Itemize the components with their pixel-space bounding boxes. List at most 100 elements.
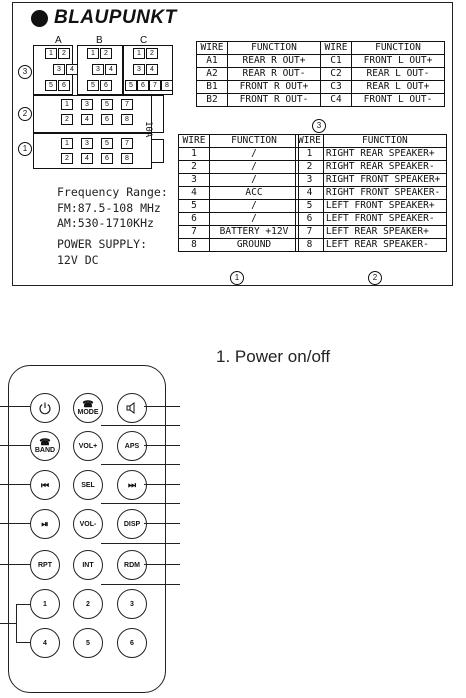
brand-name: BLAUPUNKT — [54, 7, 177, 28]
vol-up-button[interactable]: VOL+ — [73, 431, 103, 461]
pin: 6 — [100, 80, 112, 91]
header-cell: FUNCTION — [227, 41, 321, 55]
preset-5-button[interactable]: 5 — [73, 628, 103, 658]
sel-button[interactable]: SEL — [73, 470, 103, 500]
table-cell: / — [209, 160, 299, 174]
table-cell: 5 — [295, 199, 324, 213]
table-cell: / — [209, 212, 299, 226]
pin: 2 — [58, 48, 70, 59]
rpt-button[interactable]: RPT — [30, 550, 60, 580]
table-cell: A1 — [196, 54, 228, 68]
preset-4-button[interactable]: 4 — [30, 628, 60, 658]
mode-button[interactable]: ☎ MODE — [73, 393, 103, 423]
skip-forward-icon: ⏭ — [127, 479, 137, 490]
vol-down-label: VOL- — [79, 520, 97, 528]
leader-line — [0, 623, 16, 624]
table-row: B2 FRONT R OUT- C4 FRONT L OUT- — [196, 93, 445, 107]
table-cell: GROUND — [209, 238, 299, 252]
pin: 3 — [53, 64, 65, 75]
block-letter-a: A — [55, 35, 62, 46]
leader-line — [101, 503, 180, 504]
disp-label: DISP — [123, 520, 141, 528]
fm-range: FM:87.5-108 MHz — [57, 201, 161, 215]
preset-6-label: 6 — [130, 639, 134, 647]
leader-line — [0, 484, 30, 485]
leader-line — [101, 543, 180, 544]
disp-button[interactable]: DISP — [117, 509, 147, 539]
pin: 2 — [100, 48, 112, 59]
previous-button[interactable]: ⏮ — [30, 470, 60, 500]
table-row: 6/ — [178, 212, 299, 226]
preset-2-button[interactable]: 2 — [73, 589, 103, 619]
pin: 8 — [121, 114, 133, 125]
pin: 4 — [66, 64, 78, 75]
rpt-label: RPT — [38, 561, 52, 569]
header-cell: WIRE — [178, 134, 210, 148]
header-cell: WIRE — [295, 134, 324, 148]
preset-1-button[interactable]: 1 — [30, 589, 60, 619]
table-cell: B1 — [196, 80, 228, 94]
rdm-button[interactable]: RDM — [117, 550, 147, 580]
int-button[interactable]: INT — [73, 550, 103, 580]
table-row: A2 REAR R OUT- C2 REAR L OUT- — [196, 67, 445, 81]
wiring-table-3: WIRE FUNCTION WIRE FUNCTION A1 REAR R OU… — [196, 41, 445, 107]
table-cell: REAR L OUT+ — [351, 80, 445, 94]
preset-3-label: 3 — [130, 600, 134, 608]
table-cell: ACC — [209, 186, 299, 200]
table-cell: 1 — [295, 147, 324, 161]
am-range: AM:530-1710KHz — [57, 216, 154, 230]
table-cell: 5 — [178, 199, 210, 213]
leader-line — [144, 564, 180, 565]
table-row: 5/ — [178, 199, 299, 213]
aps-button[interactable]: APS — [117, 431, 147, 461]
table-cell: RIGHT FRONT SPEAKER- — [322, 186, 447, 200]
connector-2-marker: 2 — [18, 107, 32, 121]
table-row: 2/ — [178, 160, 299, 174]
header-cell: FUNCTION — [209, 134, 299, 148]
leader-line — [144, 484, 180, 485]
table-cell: LEFT REAR SPEAKER- — [322, 238, 447, 252]
mute-button[interactable] — [117, 393, 147, 423]
pin: 2 — [61, 153, 73, 164]
preset-5-label: 5 — [86, 639, 90, 647]
power-icon — [39, 402, 51, 415]
leader-line — [16, 604, 30, 605]
pin: 2 — [61, 114, 73, 125]
vol-down-button[interactable]: VOL- — [73, 509, 103, 539]
band-button[interactable]: ☎ BAND — [30, 431, 60, 461]
play-pause-button[interactable]: ⏯ — [30, 509, 60, 539]
pin: 6 — [101, 114, 113, 125]
leader-line — [0, 523, 30, 524]
pin: 1 — [61, 138, 73, 149]
leader-line — [144, 523, 180, 524]
speaker-icon — [126, 402, 135, 414]
preset-3-button[interactable]: 3 — [117, 589, 147, 619]
power-button[interactable] — [30, 393, 60, 423]
leader-line — [101, 584, 180, 585]
leader-bracket — [16, 604, 17, 642]
pin: 1 — [133, 48, 145, 59]
pin: 7 — [121, 138, 133, 149]
pin: 5 — [125, 80, 137, 91]
pin: 4 — [105, 64, 117, 75]
table-cell: 2 — [295, 160, 324, 174]
table-cell: LEFT FRONT SPEAKER- — [322, 212, 447, 226]
leader-line — [16, 642, 30, 643]
logo-dot-icon — [31, 9, 48, 27]
table-row: B1 FRONT R OUT+ C3 REAR L OUT+ — [196, 80, 445, 94]
table-cell: A2 — [196, 67, 228, 81]
preset-2-label: 2 — [86, 600, 90, 608]
pin: 5 — [45, 80, 57, 91]
table-header-row: WIRE FUNCTION WIRE FUNCTION — [196, 41, 445, 55]
table-cell: LEFT REAR SPEAKER+ — [322, 225, 447, 239]
table-cell: RIGHT REAR SPEAKER+ — [322, 147, 447, 161]
next-button[interactable]: ⏭ — [117, 470, 147, 500]
table-cell: C3 — [320, 80, 352, 94]
table-cell: REAR R OUT- — [227, 67, 321, 81]
table-row: 3/ — [178, 173, 299, 187]
preset-6-button[interactable]: 6 — [117, 628, 147, 658]
